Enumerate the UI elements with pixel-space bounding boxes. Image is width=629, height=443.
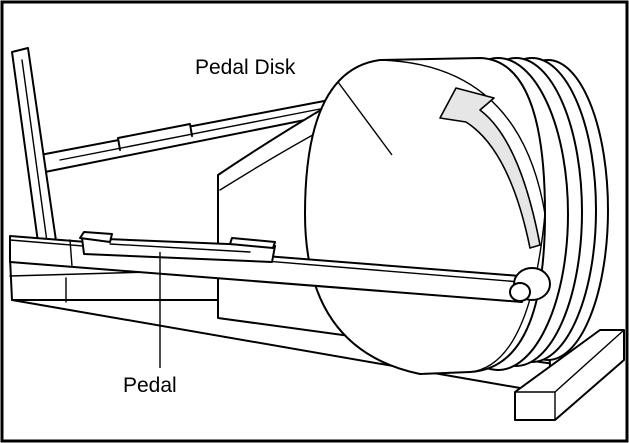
- front-stabilizer: [514, 329, 625, 421]
- pedal-disk-leader-line: [337, 81, 393, 156]
- pedal-disk-label: Pedal Disk: [195, 56, 296, 79]
- pedal-label: Pedal: [123, 374, 177, 397]
- rotation-arrow-icon: [439, 87, 541, 249]
- pedal: [79, 231, 276, 263]
